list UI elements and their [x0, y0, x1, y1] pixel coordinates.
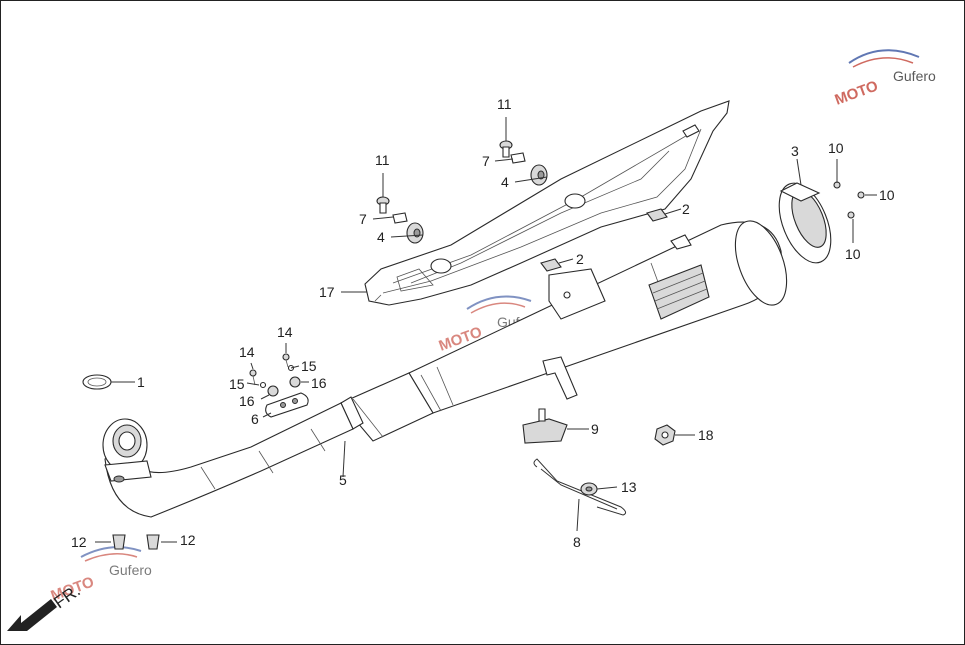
- grommet-upper: [530, 164, 548, 186]
- callout-3: 3: [791, 143, 799, 159]
- clip-nut-right: [146, 534, 160, 550]
- callout-10-bottom: 10: [845, 246, 861, 262]
- bolt-upper: [499, 140, 513, 158]
- callout-2-upper: 2: [682, 201, 690, 217]
- callout-10-top: 10: [828, 140, 844, 156]
- grommet-lower: [406, 222, 424, 244]
- callout-4-lower: 4: [377, 229, 385, 245]
- callout-6: 6: [251, 411, 259, 427]
- hex-nut: [654, 424, 676, 446]
- mount-bracket-plate: [265, 392, 309, 418]
- leader-lines: [95, 117, 877, 543]
- callout-15-left: 15: [229, 376, 245, 392]
- muffler-assembly: [102, 220, 788, 518]
- callout-15-right: 15: [301, 358, 317, 374]
- callout-18: 18: [698, 427, 714, 443]
- callout-11-upper: 11: [497, 96, 512, 112]
- front-direction-indicator: FR.: [7, 581, 84, 631]
- collar-lower: [392, 212, 408, 224]
- washer-left: [259, 381, 267, 389]
- callout-16-left: 16: [239, 393, 255, 409]
- callout-14-right: 14: [277, 324, 293, 340]
- screw-right: [857, 191, 865, 199]
- clip-lower: [540, 258, 562, 272]
- clip-nut-left: [112, 534, 126, 550]
- wire-bracket: [533, 458, 627, 516]
- bolt-lower: [376, 196, 390, 214]
- gasket: [82, 374, 112, 390]
- front-arrow-icon: [7, 599, 57, 631]
- callout-4-upper: 4: [501, 174, 509, 190]
- callout-17: 17: [319, 284, 335, 300]
- rubber-mount: [522, 408, 568, 444]
- callout-13: 13: [621, 479, 637, 495]
- svg-text:MOTO: MOTO: [833, 77, 881, 108]
- callout-7-upper: 7: [482, 153, 490, 169]
- callout-16-right: 16: [311, 375, 327, 391]
- bolt-small-left: [249, 369, 257, 386]
- screw-bottom: [847, 211, 855, 219]
- muffler-end-cap: [778, 182, 832, 264]
- svg-text:Gufero: Gufero: [893, 68, 936, 84]
- callout-12-right: 12: [180, 532, 196, 548]
- callout-9: 9: [591, 421, 599, 437]
- collar-upper: [510, 152, 526, 164]
- clip-upper: [646, 208, 668, 222]
- callout-10-right: 10: [879, 187, 895, 203]
- callout-5: 5: [339, 472, 347, 488]
- nut-bracket: [580, 482, 598, 496]
- nut-right: [289, 376, 301, 388]
- callout-14-left: 14: [239, 344, 255, 360]
- callout-11-lower: 11: [375, 152, 390, 168]
- heat-shield: [364, 100, 730, 306]
- svg-text:Gufero: Gufero: [109, 562, 152, 578]
- callout-1: 1: [137, 374, 145, 390]
- callout-8: 8: [573, 534, 581, 550]
- callout-labels: 1 2 2 3 4 4 5 6 7 7 8 9 10 10 10 11 11 1…: [71, 96, 895, 550]
- callout-2-lower: 2: [576, 251, 584, 267]
- bolt-small-right: [282, 353, 290, 368]
- callout-12-left: 12: [71, 534, 87, 550]
- watermark-top-right: MOTO Gufero: [833, 49, 936, 109]
- callout-7-lower: 7: [359, 211, 367, 227]
- nut-left: [267, 385, 279, 397]
